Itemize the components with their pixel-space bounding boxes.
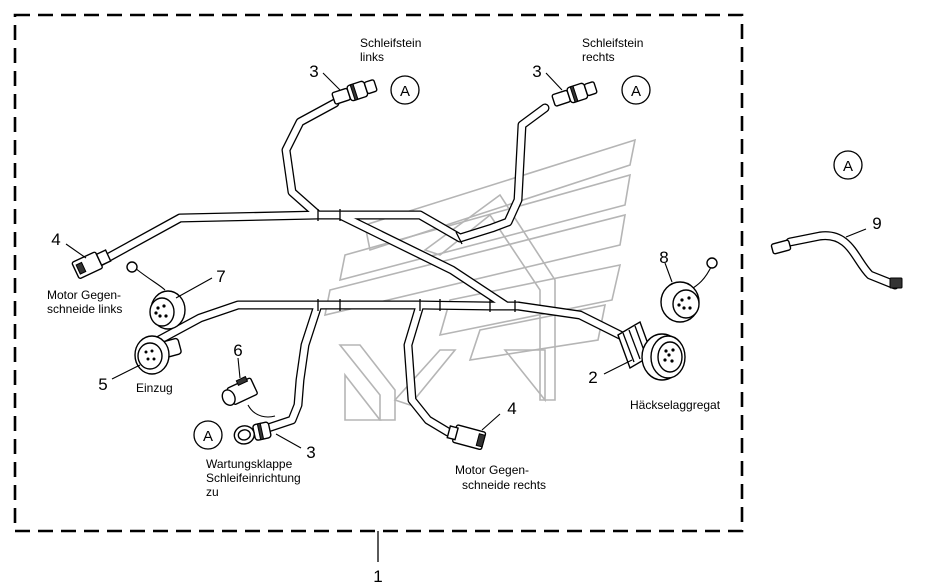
connector-2-haeckselaggregat xyxy=(617,320,686,381)
label-motor-rechts-1: Motor Gegen- xyxy=(455,463,529,477)
label-schleifstein-rechts-2: rechts xyxy=(582,50,615,64)
connector-5-einzug xyxy=(134,335,182,375)
connector-3-schleifstein-rechts xyxy=(551,81,598,107)
callout-2: 2 xyxy=(588,368,597,387)
svg-text:A: A xyxy=(631,83,641,100)
callout-3-left: 3 xyxy=(309,62,318,81)
label-wartung-2: Schleifeinrichtung xyxy=(206,471,301,485)
cap-8 xyxy=(660,257,718,323)
svg-text:A: A xyxy=(843,158,853,175)
callout-6: 6 xyxy=(233,341,242,360)
label-wartung-3: zu xyxy=(206,485,219,499)
connector-4-motor-rechts xyxy=(446,424,487,451)
svg-text:A: A xyxy=(203,428,213,445)
watermark-logo xyxy=(323,138,637,421)
label-haeckselaggregat: Häckselaggregat xyxy=(630,398,721,412)
callout-7: 7 xyxy=(216,267,225,286)
callout-3-bottom: 3 xyxy=(306,443,315,462)
callout-4-right: 4 xyxy=(507,399,516,418)
cap-7 xyxy=(126,261,186,330)
callout-8: 8 xyxy=(659,248,668,267)
callout-9: 9 xyxy=(872,214,881,233)
connector-6 xyxy=(221,375,276,418)
connector-4-motor-links xyxy=(71,249,112,279)
label-wartung-1: Wartungsklappe xyxy=(206,457,293,471)
label-motor-links-2: schneide links xyxy=(47,302,122,316)
callout-4-left: 4 xyxy=(51,230,60,249)
main-harness xyxy=(95,98,635,437)
svg-text:A: A xyxy=(400,83,410,100)
label-schleifstein-links-2: links xyxy=(360,50,384,64)
callout-1: 1 xyxy=(373,567,382,585)
label-motor-links-1: Motor Gegen- xyxy=(47,288,121,302)
label-schleifstein-links-1: Schleifstein xyxy=(360,36,421,50)
cable-9 xyxy=(770,231,903,290)
label-einzug: Einzug xyxy=(136,381,173,395)
connector-3-schleifstein-links xyxy=(331,79,378,105)
detail-marker-a-2: A xyxy=(621,75,651,105)
connector-3-wartungsklappe xyxy=(233,421,272,445)
label-schleifstein-rechts-1: Schleifstein xyxy=(582,36,643,50)
callout-3-right: 3 xyxy=(532,62,541,81)
detail-marker-a-1: A xyxy=(390,75,420,105)
detail-marker-a-4: A xyxy=(193,420,223,450)
label-motor-rechts-2: schneide rechts xyxy=(462,478,546,492)
callout-5: 5 xyxy=(98,375,107,394)
leader-lines xyxy=(65,72,867,449)
detail-marker-a-3: A xyxy=(833,150,863,180)
